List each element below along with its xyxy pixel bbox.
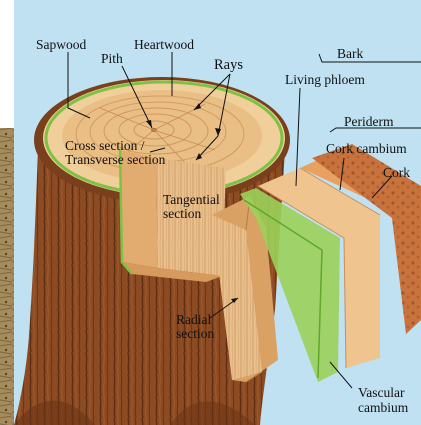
label-cork: Cork bbox=[383, 165, 410, 180]
label-cross-section-line2: Transverse section bbox=[65, 152, 166, 167]
label-radial-line1: Radial bbox=[176, 312, 211, 327]
label-cross-section-line1: Cross section / bbox=[65, 138, 145, 153]
label-heartwood: Heartwood bbox=[134, 37, 194, 52]
photo-strip bbox=[0, 128, 14, 425]
label-sapwood: Sapwood bbox=[36, 37, 86, 52]
label-vascular-line1: Vascular bbox=[358, 385, 405, 400]
label-rays: Rays bbox=[214, 57, 243, 73]
label-vascular-line2: cambium bbox=[358, 400, 409, 415]
label-living-phloem: Living phloem bbox=[285, 72, 365, 87]
label-tangential-line2: section bbox=[163, 206, 201, 221]
label-tangential-line1: Tangential bbox=[163, 192, 220, 207]
label-bark: Bark bbox=[337, 46, 363, 61]
label-pith: Pith bbox=[101, 51, 123, 66]
label-cork-cambium: Cork cambium bbox=[326, 141, 407, 156]
label-periderm: Periderm bbox=[344, 114, 394, 129]
label-radial-line2: section bbox=[176, 326, 214, 341]
